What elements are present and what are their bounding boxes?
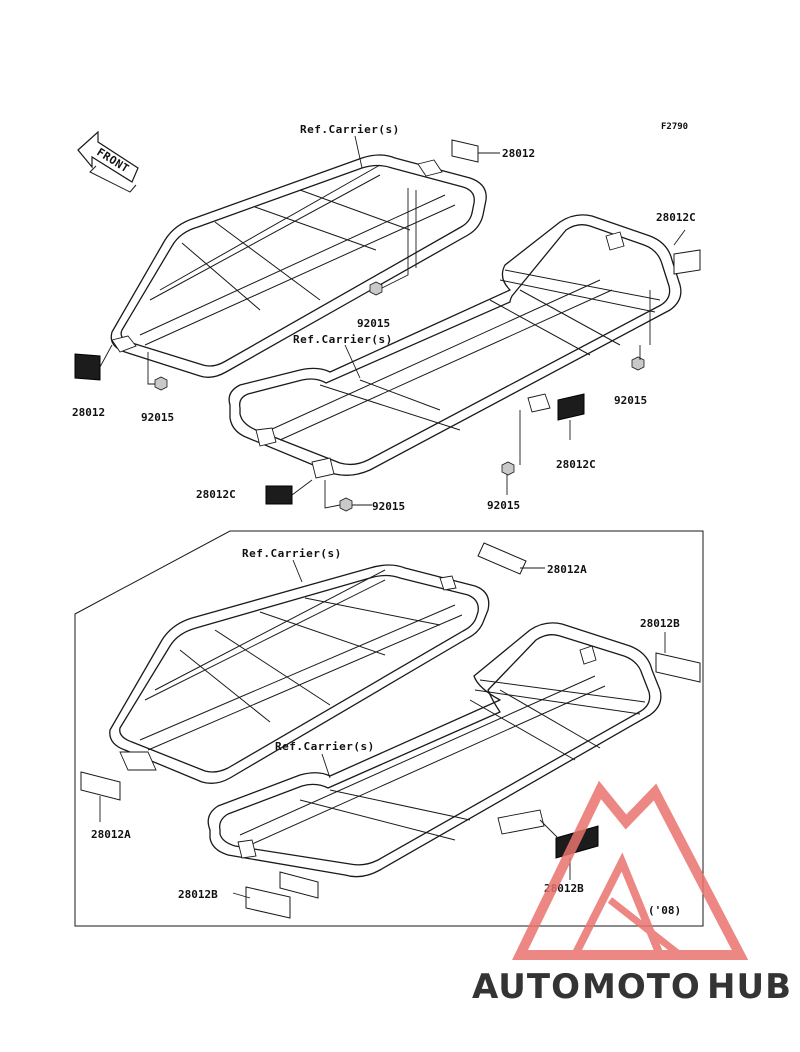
- front-arrow-icon: FRONT: [77, 130, 139, 193]
- reflector-28012c-bottom: [265, 485, 293, 505]
- part-number-28012a-top: 28012A: [547, 563, 587, 576]
- part-number-92015-e: 92015: [372, 500, 405, 513]
- part-number-28012a-left: 28012A: [91, 828, 131, 841]
- part-number-28012b-right: 28012B: [640, 617, 680, 630]
- nut-92015-b: [154, 376, 168, 391]
- reflector-28012a-left: [80, 771, 121, 801]
- part-number-28012c-right: 28012C: [656, 211, 696, 224]
- rear-carrier-upper: [228, 214, 682, 479]
- model-year-box: [74, 530, 704, 927]
- part-number-92015-b: 92015: [141, 411, 174, 424]
- nut-92015-c: [631, 356, 645, 371]
- logo-text-hub: HUB: [707, 967, 792, 1007]
- reflector-28012a-top: [477, 542, 527, 575]
- front-carrier-lower: [109, 564, 490, 784]
- nut-92015-d: [501, 461, 515, 476]
- figure-code: F2790: [661, 122, 688, 132]
- part-number-28012-top: 28012: [502, 147, 535, 160]
- reflector-28012c-center: [557, 393, 585, 421]
- reflector-28012-top: [451, 139, 479, 163]
- reflector-28012b-right: [655, 652, 701, 683]
- ref-carrier-label-2: Ref.Carrier(s): [293, 333, 393, 346]
- front-carrier-upper: [110, 154, 487, 378]
- reflector-28012b-bottom2: [279, 871, 319, 899]
- ref-carrier-label-1: Ref.Carrier(s): [300, 123, 400, 136]
- reflector-28012-left: [74, 353, 101, 381]
- automotohub-logo: AUTO MOTO HUB: [472, 780, 792, 1007]
- part-number-92015-c: 92015: [614, 394, 647, 407]
- part-number-28012b-bottom: 28012B: [178, 888, 218, 901]
- ref-carrier-label-4: Ref.Carrier(s): [275, 740, 375, 753]
- ref-carrier-label-3: Ref.Carrier(s): [242, 547, 342, 560]
- logo-text-moto: MOTO: [582, 967, 701, 1007]
- nut-92015-a: [369, 281, 383, 296]
- part-number-92015-d: 92015: [487, 499, 520, 512]
- part-number-28012c-center: 28012C: [556, 458, 596, 471]
- model-year-note: ('08): [648, 904, 681, 917]
- rear-carrier-lower: [207, 622, 662, 878]
- reflector-28012b-bottom: [245, 886, 291, 919]
- part-number-28012-left: 28012: [72, 406, 105, 419]
- part-number-92015-a: 92015: [357, 317, 390, 330]
- reflector-28012c-right: [673, 249, 701, 275]
- logo-text-auto: AUTO: [472, 967, 581, 1007]
- nut-92015-e: [339, 497, 353, 512]
- part-number-28012c-bottom: 28012C: [196, 488, 236, 501]
